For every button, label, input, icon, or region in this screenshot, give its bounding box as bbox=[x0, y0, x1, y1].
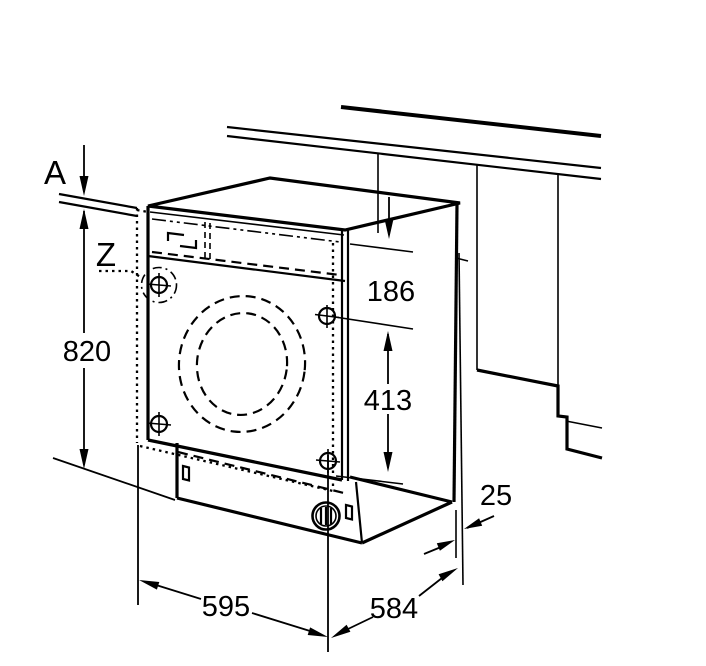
floor-line-left bbox=[52, 457, 176, 501]
dim-186-extension-line bbox=[349, 243, 414, 253]
door-outline-top bbox=[136, 208, 149, 214]
dim-584-line bbox=[347, 577, 443, 630]
dimension-186: 186 bbox=[349, 197, 415, 308]
dim-584-arrow-left bbox=[331, 624, 351, 638]
dim-584-label: 584 bbox=[370, 593, 418, 625]
top-face bbox=[147, 176, 461, 232]
worktop-front-edge-lower bbox=[226, 134, 602, 181]
worktop-top-edge bbox=[340, 105, 602, 138]
dim-a-arrowhead bbox=[79, 176, 89, 196]
dimension-25: 25 bbox=[423, 480, 512, 555]
detail-z: Z bbox=[96, 236, 143, 279]
rear-right-edge bbox=[452, 203, 459, 503]
dimension-820: 820 bbox=[52, 209, 176, 501]
dimension-413: 413 bbox=[334, 316, 414, 485]
dim-25-label: 25 bbox=[480, 480, 512, 512]
dimension-a: A bbox=[44, 145, 89, 196]
plinth-top-dashed-edge bbox=[177, 450, 349, 496]
cabinet-rear-gap-line bbox=[458, 252, 464, 586]
door-outer-circle bbox=[177, 294, 307, 434]
top-face-inner-edge bbox=[149, 211, 345, 236]
appliance-body bbox=[146, 176, 461, 504]
plinth-knob-outer bbox=[311, 501, 341, 531]
dimension-584: 584 bbox=[331, 568, 458, 638]
drum-door-dashed bbox=[177, 294, 307, 434]
door-inner-circle bbox=[195, 311, 289, 417]
dimension-595: 595 bbox=[137, 445, 329, 652]
plinth-bottom-edge bbox=[176, 496, 363, 545]
dim-186-arrowhead bbox=[384, 219, 394, 239]
plinth-right-edge bbox=[354, 481, 364, 544]
screw-cross-bottom-left bbox=[146, 412, 172, 436]
screw-holes bbox=[140, 266, 341, 473]
door-outline-bottom bbox=[139, 444, 334, 493]
dim-413-extension-top bbox=[334, 316, 414, 330]
dim-25-arrow-right bbox=[464, 518, 483, 529]
dim-25-leader-left bbox=[423, 546, 442, 555]
control-panel-dashed-line bbox=[151, 250, 341, 277]
dim-413-arrow-down bbox=[383, 452, 393, 472]
side-panel-plinth-step bbox=[476, 368, 603, 460]
dim-595-arrow-left bbox=[139, 580, 160, 590]
dim-413-label: 413 bbox=[364, 385, 412, 417]
worktop-left-lower bbox=[58, 200, 138, 218]
worktop-left-upper bbox=[58, 192, 138, 210]
plinth-slot-right bbox=[344, 503, 354, 521]
display-cutout-marks bbox=[166, 231, 198, 250]
screw-cross-top-left bbox=[146, 273, 172, 297]
worktop bbox=[58, 105, 602, 218]
worktop-front-edge-upper bbox=[226, 125, 602, 170]
dim-820-label: 820 bbox=[63, 336, 111, 368]
furniture-door-outline bbox=[135, 208, 335, 493]
label-z: Z bbox=[96, 236, 116, 273]
plinth bbox=[175, 443, 453, 545]
plinth-slot-left bbox=[181, 464, 191, 482]
front-bottom-edge bbox=[147, 438, 343, 482]
dim-595-arrow-right bbox=[307, 627, 328, 637]
floor-line-right bbox=[565, 420, 603, 429]
dim-413-extension-bottom bbox=[335, 475, 404, 485]
side-bottom-edge bbox=[349, 475, 453, 504]
label-a: A bbox=[44, 154, 66, 191]
plinth-knob-grip bbox=[319, 507, 333, 525]
dim-595-line bbox=[155, 584, 311, 632]
dim-820-arrow-down bbox=[79, 449, 89, 469]
dim-595-label: 595 bbox=[202, 591, 250, 623]
dim-25-arrow-left bbox=[436, 540, 455, 551]
plinth-side-bottom-edge bbox=[361, 500, 453, 545]
control-panel-bottom-line bbox=[147, 254, 346, 283]
plinth-knob-inner bbox=[315, 505, 337, 527]
dim-584-arrow-right bbox=[438, 568, 458, 582]
dim-186-label: 186 bbox=[367, 276, 415, 308]
detail-z-circle bbox=[140, 266, 178, 304]
z-leader-dotted bbox=[99, 269, 143, 279]
